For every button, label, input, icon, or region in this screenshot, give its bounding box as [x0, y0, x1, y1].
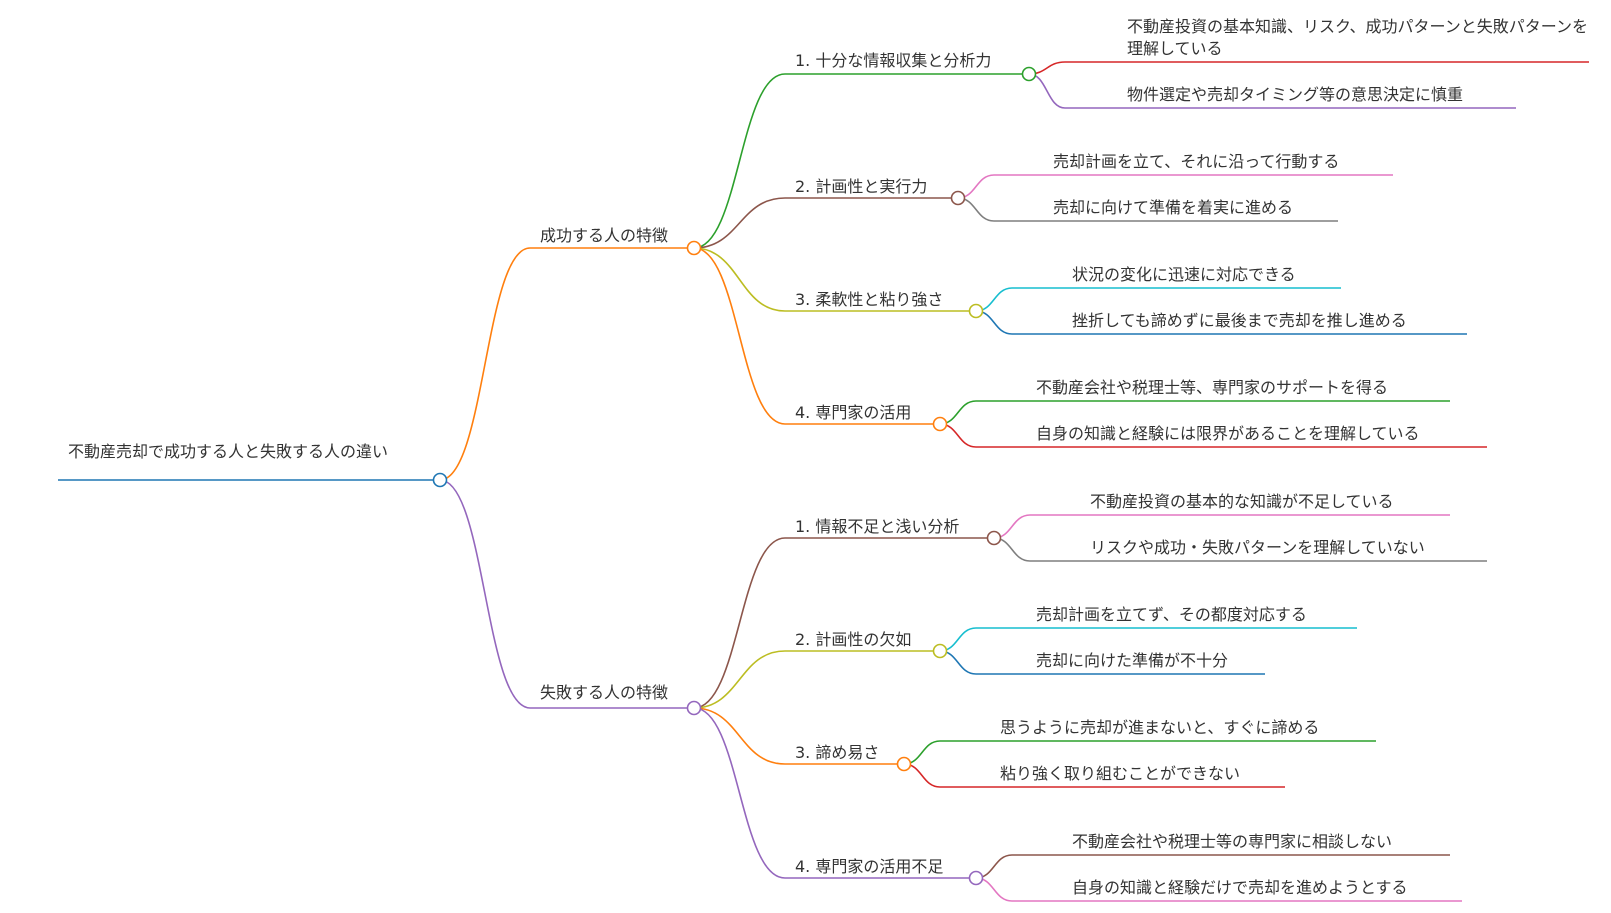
success-edge — [439, 247, 531, 481]
failure-item-1-edge — [693, 537, 786, 709]
failure-node-dot — [686, 700, 702, 716]
success-item-4-node-dot — [932, 416, 948, 432]
success-item-3-detail-1: 状況の変化に迅速に対応できる — [1072, 265, 1296, 284]
success-node-dot — [686, 240, 702, 256]
failure-item-1-node-dot — [986, 530, 1002, 546]
failure-edge — [439, 479, 531, 709]
failure-item-4-label: 4. 専門家の活用不足 — [795, 857, 944, 876]
failure-item-1-label: 1. 情報不足と浅い分析 — [795, 517, 960, 536]
failure-item-1-detail-1: 不動産投資の基本的な知識が不足している — [1090, 492, 1394, 511]
success-item-4-edge — [693, 247, 786, 425]
success-item-1-detail-2: 物件選定や売却タイミング等の意思決定に慎重 — [1127, 85, 1464, 104]
success-item-1-edge — [693, 73, 786, 249]
success-item-2-node-dot — [950, 190, 966, 206]
success-item-1-detail-2-edge — [1028, 73, 1066, 109]
root-node-label: 不動産売却で成功する人と失敗する人の違い — [68, 442, 389, 461]
failure-item-2-detail-2: 売却に向けた準備が不十分 — [1036, 651, 1229, 670]
success-item-1-label: 1. 十分な情報収集と分析力 — [795, 51, 992, 70]
success-item-2-edge — [693, 197, 786, 249]
failure-item-4-node-dot — [968, 870, 984, 886]
root-node-dot — [432, 472, 448, 488]
success-item-3-node-dot — [968, 303, 984, 319]
failure-item-2-node-dot — [932, 643, 948, 659]
failure-item-3-label: 3. 諦め易さ — [795, 743, 880, 762]
success-item-3-detail-2: 挫折しても諦めずに最後まで売却を推し進める — [1072, 311, 1407, 330]
failure-item-2-detail-1: 売却計画を立てず、その都度対応する — [1036, 605, 1307, 624]
success-item-3-label: 3. 柔軟性と粘り強さ — [795, 290, 944, 309]
success-item-2-label: 2. 計画性と実行力 — [795, 177, 928, 196]
success-item-2-detail-1: 売却計画を立て、それに沿って行動する — [1053, 152, 1340, 171]
failure-item-3-node-dot — [896, 756, 912, 772]
failure-item-3-detail-1: 思うように売却が進まないと、すぐに諦める — [1000, 718, 1320, 737]
failure-item-2-edge — [693, 650, 786, 709]
failure-item-4-edge — [693, 707, 786, 879]
failure-item-4-detail-2: 自身の知識と経験だけで売却を進めようとする — [1072, 878, 1408, 897]
failure-item-2-label: 2. 計画性の欠如 — [795, 630, 912, 649]
failure-branch-label: 失敗する人の特徴 — [540, 683, 669, 702]
success-item-4-detail-2: 自身の知識と経験には限界があることを理解している — [1036, 424, 1420, 443]
failure-item-3-edge — [693, 707, 786, 765]
success-item-1-detail-1: 不動産投資の基本知識、リスク、成功パターンと失敗パターンを理解している — [1127, 17, 1588, 58]
success-item-3-edge — [693, 247, 786, 312]
success-item-4-label: 4. 専門家の活用 — [795, 403, 912, 422]
success-item-4-detail-1: 不動産会社や税理士等、専門家のサポートを得る — [1036, 378, 1389, 397]
success-item-1-node-dot — [1021, 66, 1037, 82]
failure-item-3-detail-2: 粘り強く取り組むことができない — [1000, 764, 1241, 783]
success-branch-label: 成功する人の特徴 — [540, 226, 669, 245]
failure-item-1-detail-2: リスクや成功・失敗パターンを理解していない — [1090, 538, 1425, 557]
success-item-2-detail-2: 売却に向けて準備を着実に進める — [1053, 198, 1294, 217]
failure-item-4-detail-1: 不動産会社や税理士等の専門家に相談しない — [1072, 832, 1393, 851]
